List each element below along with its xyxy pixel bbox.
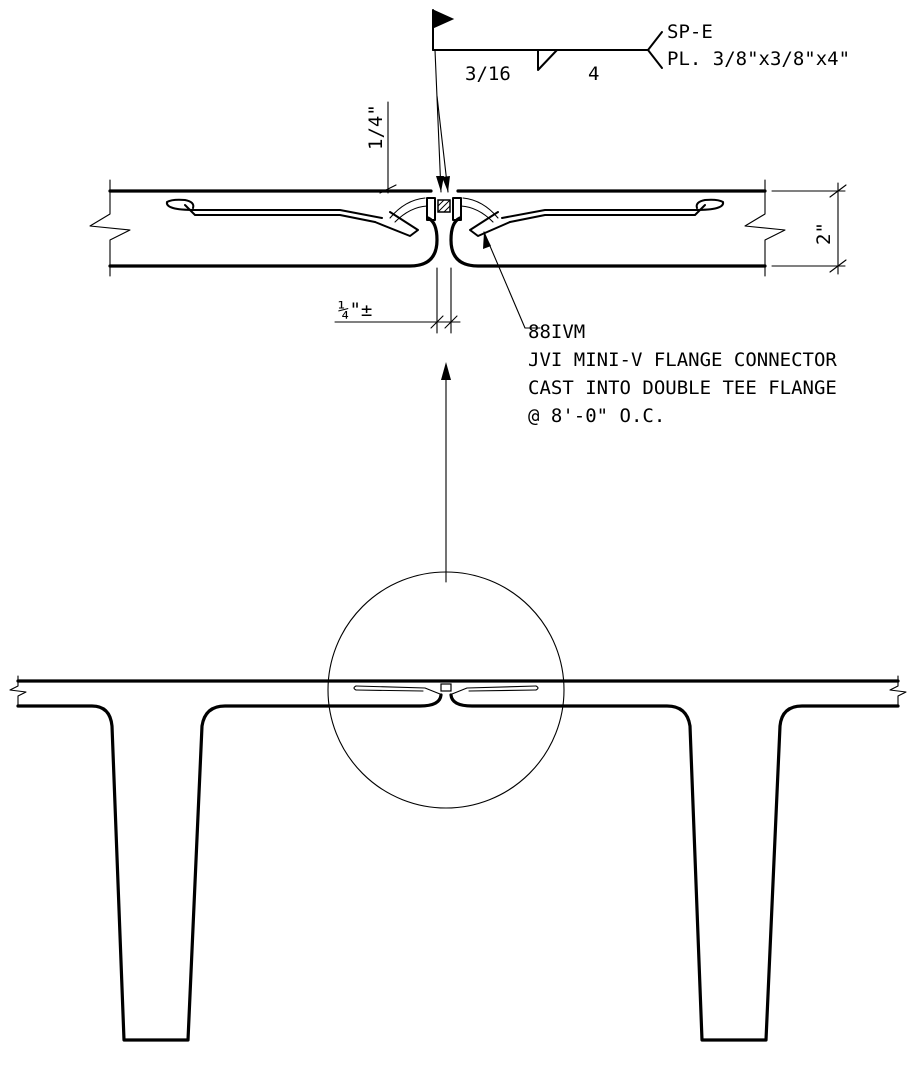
enlarged-joint-detail: 1/4" ¼"± 2" 88IVM JVI MINI-V FLANGE CONN… <box>89 101 847 427</box>
callout-line3: @ 8'-0" O.C. <box>528 405 665 427</box>
weld-arrowhead-left <box>436 176 444 192</box>
callout-line1: JVI MINI-V FLANGE CONNECTOR <box>528 349 837 371</box>
dim-tick-2in-top <box>829 184 847 198</box>
left-tee-outline <box>16 693 443 1042</box>
weld-length: 4 <box>588 63 599 85</box>
weld-tail-line1: SP-E <box>667 21 713 43</box>
section-connectors <box>353 683 539 695</box>
connector-callout-leader <box>483 231 541 329</box>
flange-thickness-dimension: 2" <box>813 222 835 245</box>
weld-leader-left <box>434 49 442 193</box>
weld-leader-right <box>436 95 449 193</box>
double-tee-section <box>9 675 907 1042</box>
right-tee-outline <box>449 693 900 1042</box>
detail-pointer-arrowhead <box>441 362 451 380</box>
right-connector <box>452 197 725 237</box>
left-flange-outline <box>108 189 439 268</box>
field-weld-flag <box>432 9 455 29</box>
dim-tick-bottom-right <box>444 315 458 329</box>
right-flange-outline <box>449 189 767 268</box>
gap-dimension-top: 1/4" <box>365 104 387 150</box>
callout-arrowhead <box>483 232 491 249</box>
fillet-weld-symbol <box>537 49 558 71</box>
left-connector <box>165 197 436 237</box>
weld-symbol: 3/16 4 SP-E PL. 3/8"x3/8"x4" <box>432 9 850 193</box>
break-mark-right <box>889 675 907 707</box>
break-line-left <box>89 179 131 277</box>
break-line-right <box>744 179 786 277</box>
detail-callout-circle <box>327 571 565 809</box>
gap-dimension-bottom: ¼"± <box>338 299 372 321</box>
weld-tail-line2: PL. 3/8"x3/8"x4" <box>667 48 850 70</box>
slug-plate <box>437 199 451 213</box>
weld-tail <box>647 31 663 69</box>
weld-arrowhead-right <box>442 176 450 192</box>
dim-tick-2in-bottom <box>829 259 847 273</box>
callout-line2: CAST INTO DOUBLE TEE FLANGE <box>528 377 837 399</box>
weld-size: 3/16 <box>465 63 511 85</box>
break-mark-left <box>9 675 27 707</box>
dim-tick-bottom-left <box>430 315 444 329</box>
detail-pointer <box>441 362 451 583</box>
dim-tick-top <box>379 184 397 194</box>
callout-part-number: 88IVM <box>528 321 585 343</box>
